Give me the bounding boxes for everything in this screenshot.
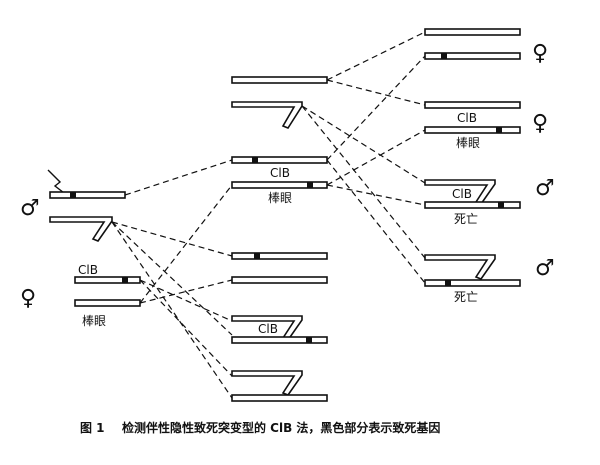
x-chromosome-clb [231,181,328,189]
female-symbol: ♀ [532,41,548,66]
cross-line [326,129,426,186]
f2-group-4: 死亡 ♂ [424,254,555,304]
cross-line [301,105,426,259]
f1-lower: ClB [231,252,328,402]
cross-line [326,55,426,161]
x-chromosome-clb [231,336,328,344]
male-symbol: ♂ [535,256,555,281]
cib-label: ClB [78,263,98,277]
f2-group-3: ClB 死亡 ♂ [424,176,555,226]
cib-label: ClB [270,166,290,180]
irradiation-zigzag [47,169,69,197]
lethal-gene-mark [498,202,504,208]
y-chromosome [231,370,303,396]
lethal-gene-mark [70,192,76,198]
f2-group-1: ♀ [424,28,548,66]
x-chromosome-clb [74,276,141,284]
y-chromosome [424,254,496,280]
bar-eye-label: 棒眼 [268,191,292,205]
x-chromosome [231,156,328,164]
male-symbol: ♂ [535,176,555,201]
x-chromosome [49,191,126,199]
cross-line [326,159,426,284]
cross-line [139,279,233,377]
lethal-gene-mark [445,280,451,286]
x-chromosome [424,28,521,36]
lethal-gene-mark [252,157,258,163]
cross-line [139,279,233,304]
cross-line [124,159,233,196]
cross-lines [111,31,426,399]
lethal-gene-mark [254,253,260,259]
cross-line [326,184,426,206]
x-chromosome [74,299,141,307]
female-symbol: ♀ [20,286,36,311]
bar-eye-label: 棒眼 [82,314,106,328]
lethal-gene-mark [307,182,313,188]
lethal-label: 死亡 [454,290,478,304]
x-chromosome [424,279,521,287]
y-chromosome [49,216,113,242]
x-chromosome [424,101,521,109]
x-chromosome [231,276,328,284]
female-symbol: ♀ [532,111,548,136]
x-chromosome-clb [424,201,521,209]
cross-line [111,221,233,336]
cross-line [111,221,233,257]
y-chromosome [231,101,303,129]
cib-label: ClB [457,111,477,125]
x-chromosome-clb [424,126,521,134]
bar-eye-label: 棒眼 [456,136,480,150]
cib-label: ClB [452,187,472,201]
cross-line [326,79,426,106]
lethal-label: 死亡 [454,212,478,226]
x-chromosome [231,76,328,84]
cib-label: ClB [258,322,278,336]
p-female: ClB ♀ 棒眼 [20,263,141,328]
cross-line [111,221,233,399]
x-chromosome [231,252,328,260]
lethal-gene-mark [441,53,447,59]
caption-text: 检测伴性隐性致死突变型的 ClB 法，黑色部分表示致死基因 [122,420,440,435]
cross-line [139,184,233,304]
lethal-gene-mark [496,127,502,133]
x-chromosome [424,52,521,60]
male-symbol: ♂ [20,196,40,221]
figure-caption: 图 1 检测伴性隐性致死突变型的 ClB 法，黑色部分表示致死基因 [80,420,440,435]
cross-line [139,279,233,322]
cross-line [301,105,426,184]
f1-upper: ClB 棒眼 [231,76,328,205]
lethal-gene-mark [306,337,312,343]
lethal-gene-mark [122,277,128,283]
f2-group-2: ClB 棒眼 ♀ [424,101,548,150]
x-chromosome [231,394,328,402]
cross-line [326,31,426,81]
p-male: ♂ [20,169,126,242]
figure-number: 图 1 [80,421,105,435]
